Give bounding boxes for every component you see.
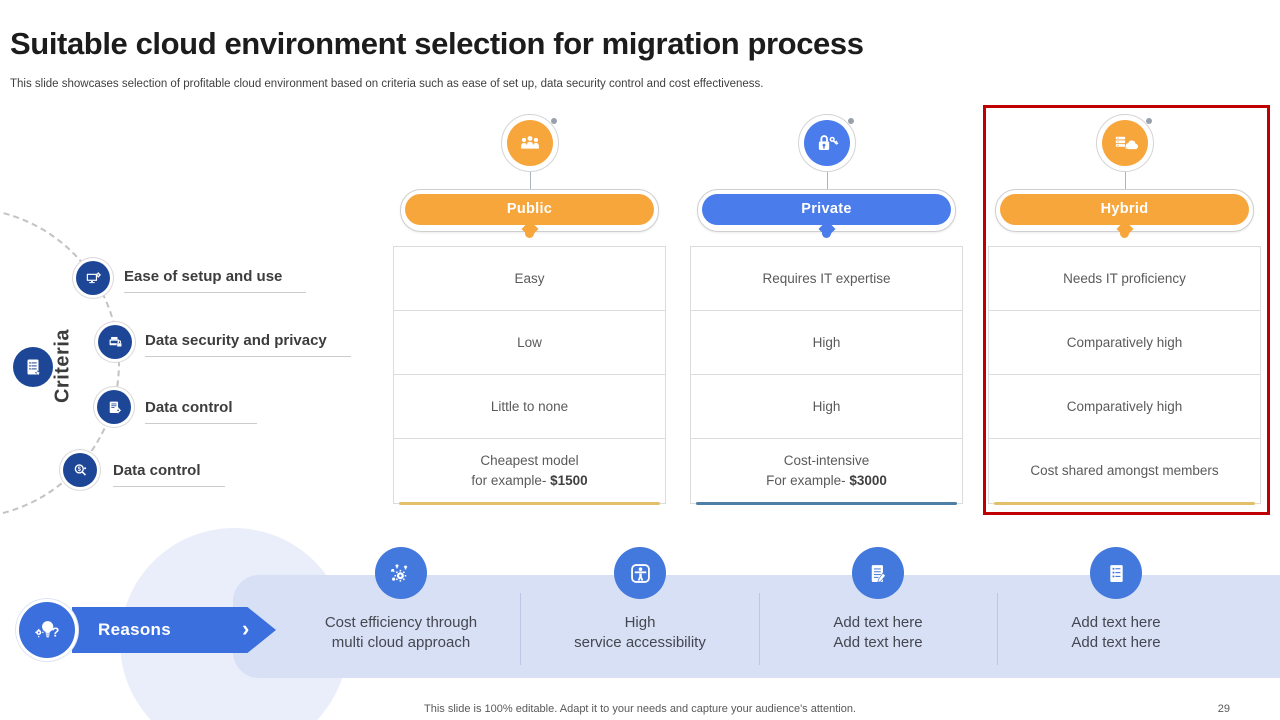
table-cell[interactable]: High: [691, 311, 962, 375]
column-icon-ring: [500, 114, 559, 172]
column-header-label: Public: [506, 201, 553, 217]
lock-keys-icon[interactable]: [803, 120, 850, 166]
column-header-label: Private: [801, 201, 852, 217]
footer-note: This slide is 100% editable. Adapt it to…: [424, 703, 856, 715]
connector-line: [1124, 172, 1126, 190]
table-cell[interactable]: Little to none: [394, 375, 665, 439]
column-header-label: Hybrid: [1100, 201, 1149, 217]
reasons-banner[interactable]: Reasons ›: [72, 607, 276, 653]
reasons-label: Reasons: [98, 620, 171, 639]
document-gear-icon[interactable]: [97, 390, 131, 424]
table-cell[interactable]: Comparatively high: [989, 375, 1260, 439]
criteria-label[interactable]: Data control: [113, 462, 225, 487]
checklist-icon: [1090, 547, 1142, 599]
ring-dot: [1145, 118, 1152, 124]
device-lock-icon[interactable]: [98, 325, 132, 359]
table-cell[interactable]: Requires IT expertise: [691, 247, 962, 311]
column-header-pill[interactable]: Hybrid: [995, 189, 1254, 232]
column-accent-strip: [399, 502, 660, 505]
server-cloud-icon[interactable]: [1101, 120, 1148, 166]
column-icon-ring: [1095, 114, 1154, 172]
search-dollar-icon[interactable]: $: [63, 453, 97, 487]
pill-pointer-dot: [1120, 229, 1129, 238]
pill-pointer-dot: [525, 229, 534, 238]
chevron-right-icon: ›: [242, 616, 250, 641]
table-cell[interactable]: Comparatively high: [989, 311, 1260, 375]
criteria-label[interactable]: Ease of setup and use: [124, 268, 307, 293]
column-icon-ring: [797, 114, 856, 172]
ring-dot: [550, 118, 557, 124]
document-pen-icon: [852, 547, 904, 599]
table-cell[interactable]: Low: [394, 311, 665, 375]
panel-divider: [520, 593, 521, 665]
svg-text:$: $: [77, 466, 81, 472]
page-number: 29: [1217, 703, 1230, 715]
accessibility-icon: [614, 547, 666, 599]
connector-line: [529, 172, 531, 190]
idea-bulb-icon[interactable]: ?: [19, 602, 75, 658]
people-group-icon[interactable]: [506, 120, 553, 166]
ring-dot: [847, 118, 854, 124]
column-public[interactable]: Public Easy Low Little to none Cheapest …: [393, 105, 666, 515]
panel-divider: [997, 593, 998, 665]
column-accent-strip: [696, 502, 957, 505]
panel-divider: [759, 593, 760, 665]
table-cell-cost[interactable]: Cost shared amongst members: [1030, 463, 1219, 479]
column-private[interactable]: Private Requires IT expertise High High …: [690, 105, 963, 515]
gear-arrows-icon: [375, 547, 427, 599]
svg-text:?: ?: [52, 626, 60, 640]
criteria-label[interactable]: Data control: [145, 399, 257, 424]
table-cell[interactable]: High: [691, 375, 962, 439]
connector-line: [826, 172, 828, 190]
column-table: Needs IT proficiency Comparatively high …: [988, 246, 1261, 504]
column-accent-strip: [994, 502, 1255, 505]
page-subtitle[interactable]: This slide showcases selection of profit…: [10, 78, 764, 90]
checklist-document-icon[interactable]: [13, 347, 53, 387]
pill-pointer-dot: [822, 229, 831, 238]
criteria-heading: Criteria: [51, 328, 74, 404]
monitor-gear-icon[interactable]: [76, 261, 110, 295]
page-title[interactable]: Suitable cloud environment selection for…: [10, 26, 864, 61]
column-table: Requires IT expertise High High Cost-int…: [690, 246, 963, 504]
table-cell[interactable]: Easy: [394, 247, 665, 311]
table-cell[interactable]: Needs IT proficiency: [989, 247, 1260, 311]
column-hybrid[interactable]: Hybrid Needs IT proficiency Comparativel…: [983, 105, 1270, 515]
criteria-label[interactable]: Data security and privacy: [145, 332, 351, 357]
